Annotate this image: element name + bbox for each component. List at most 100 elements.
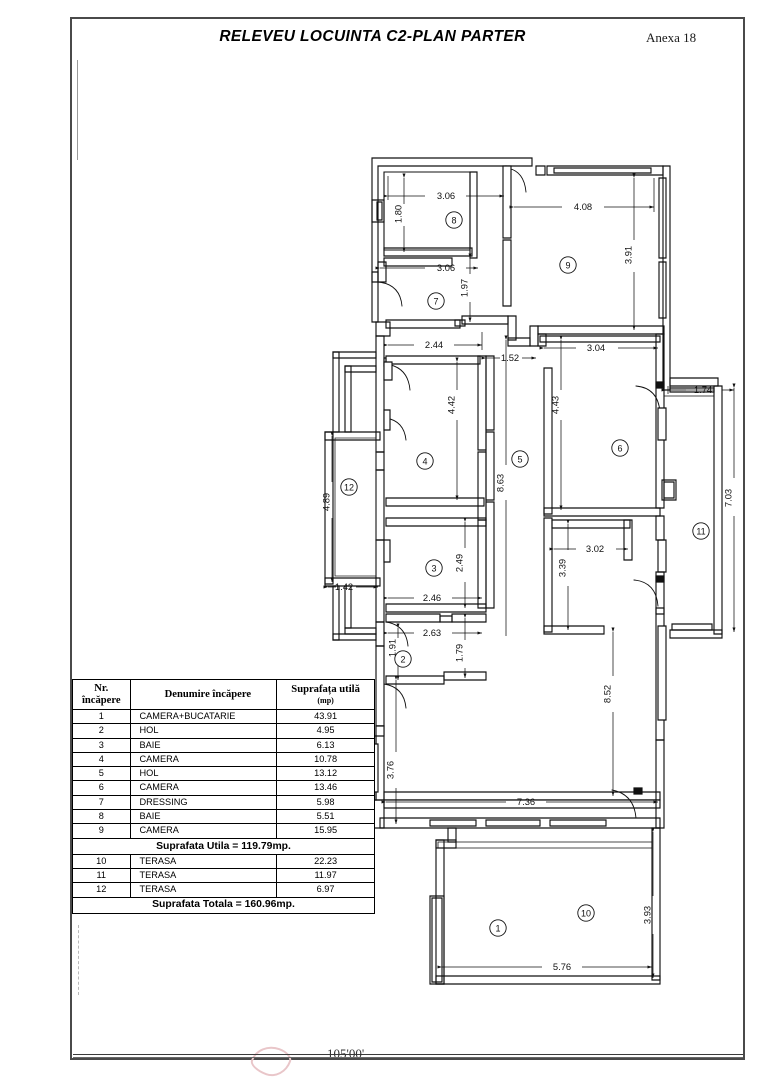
cell-room-name: TERASA (129, 882, 278, 898)
dimension-label: 3.06 (437, 190, 455, 201)
footer-rule-top (73, 1054, 743, 1055)
room-marker-circle (340, 478, 358, 496)
total-row-text: Suprafata Totala = 160.96mp. (72, 896, 375, 914)
cell-room-number: 5 (72, 766, 131, 782)
header-room-number: Nr. încăpere (72, 679, 131, 710)
room-marker-label: 6 (617, 443, 622, 453)
cell-room-area: 22.23 (276, 853, 375, 869)
cell-room-number: 1 (72, 708, 131, 725)
room-marker-label: 9 (565, 260, 570, 270)
cell-room-number: 12 (72, 882, 131, 898)
header-room-area: Suprafața utilă (mp) (276, 679, 375, 710)
dimension-label: 3.02 (586, 543, 604, 554)
cell-room-area: 5.51 (276, 809, 375, 825)
sheet-border (70, 17, 745, 1060)
dimension-label: 3.06 (437, 262, 455, 273)
cell-room-area: 4.95 (276, 723, 375, 739)
room-marker-circle (611, 439, 629, 457)
dimension-label: 1.91 (387, 639, 398, 657)
cell-room-number: 7 (72, 794, 131, 811)
cell-room-name: DRESSING (129, 794, 278, 811)
dimension-label: 2.63 (423, 627, 441, 638)
dimension-label: 7.03 (723, 489, 734, 507)
cell-room-area: 10.78 (276, 751, 375, 768)
cell-room-name: CAMERA (129, 751, 278, 768)
dimension-label: 1.80 (393, 205, 404, 223)
room-schedule-table: Nr. încăpere Denumire încăpere Suprafața… (72, 679, 375, 914)
dimension-label: 4.89 (321, 493, 332, 511)
cell-room-name: BAIE (129, 737, 278, 753)
room-marker-label: 2 (400, 654, 405, 664)
cell-room-area: 15.95 (276, 823, 375, 839)
dimension-label: 4.43 (550, 396, 561, 414)
dimension-label: 2.46 (423, 592, 441, 603)
cell-room-name: TERASA (129, 853, 278, 869)
cell-room-name: BAIE (129, 809, 278, 825)
table-header-row: Nr. încăpere Denumire încăpere Suprafața… (72, 679, 375, 710)
cell-room-number: 8 (72, 809, 131, 825)
cell-room-number: 10 (72, 853, 131, 869)
dimension-label: 7.36 (517, 796, 535, 807)
dimension-label: 5.76 (553, 961, 571, 972)
room-marker-label: 10 (581, 908, 591, 918)
cell-room-number: 2 (72, 723, 131, 739)
cell-room-name: CAMERA+BUCATARIE (129, 708, 278, 725)
room-marker-circle (416, 452, 434, 470)
cell-room-name: HOL (129, 766, 278, 782)
room-marker-label: 3 (431, 563, 436, 573)
room-marker-circle (559, 256, 577, 274)
dimension-label: 2.44 (425, 339, 443, 350)
cell-room-area: 13.12 (276, 766, 375, 782)
dimension-label: 8.52 (602, 685, 613, 703)
subtotal-row: Suprafata Utila = 119.79mp. (72, 837, 375, 855)
cell-room-area: 13.46 (276, 780, 375, 796)
sheet-margin-dash (78, 925, 80, 995)
header-room-name: Denumire încăpere (129, 679, 278, 710)
room-marker-circle (692, 522, 710, 540)
room-marker-label: 5 (517, 454, 522, 464)
dimension-label: 1.52 (501, 352, 519, 363)
room-marker-circle (511, 450, 529, 468)
room-marker-label: 12 (344, 482, 354, 492)
cell-room-name: HOL (129, 723, 278, 739)
room-marker-circle (489, 919, 507, 937)
cell-room-area: 6.97 (276, 882, 375, 898)
dimension-label: 3.93 (642, 906, 653, 924)
dimension-label: 8.63 (495, 474, 506, 492)
dimension-label: 3.91 (623, 246, 634, 264)
room-marker-label: 8 (451, 215, 456, 225)
page-title: RELEVEU LOCUINTA C2-PLAN PARTER (219, 28, 526, 45)
cell-room-area: 11.97 (276, 867, 375, 884)
cell-room-number: 9 (72, 823, 131, 839)
dimension-label: 2.49 (454, 554, 465, 572)
footer-rule-bottom (73, 1057, 743, 1058)
cell-room-area: 43.91 (276, 708, 375, 725)
dimension-label: 1.79 (454, 644, 465, 662)
room-marker-label: 4 (422, 456, 427, 466)
room-marker-circle (425, 559, 443, 577)
cell-room-name: TERASA (129, 867, 278, 884)
dimension-label: 1.74 (694, 384, 712, 395)
room-marker-label: 1 (495, 923, 500, 933)
cell-room-area: 6.13 (276, 737, 375, 753)
room-marker-label: 11 (696, 526, 705, 536)
subtotal-row-text: Suprafata Utila = 119.79mp. (72, 837, 375, 855)
cell-room-name: CAMERA (129, 823, 278, 839)
dimension-label: 4.08 (574, 201, 592, 212)
footer-artifact-text: 105'00' (327, 1046, 365, 1058)
cell-room-number: 6 (72, 780, 131, 796)
